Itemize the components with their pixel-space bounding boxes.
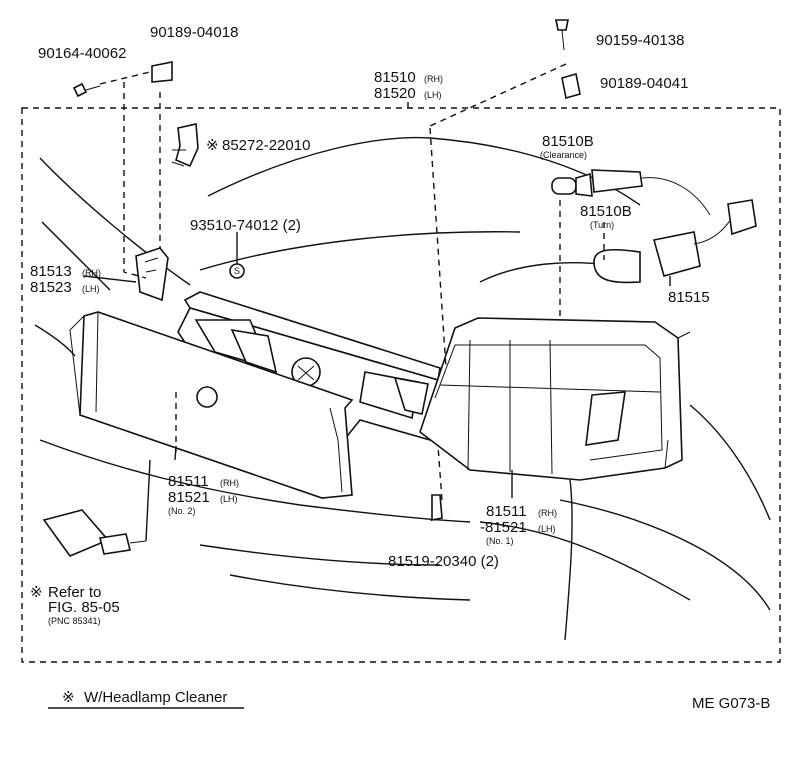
callout-81521-no2: 81521 bbox=[168, 489, 210, 506]
callout-85272-22010: 85272-22010 bbox=[222, 137, 310, 154]
callout-81523-side: (LH) bbox=[82, 284, 100, 294]
callout-81511-no1: 81511 bbox=[486, 503, 527, 520]
bracket-81513 bbox=[135, 247, 169, 302]
callout-81521-no1-side: (LH) bbox=[538, 524, 556, 534]
callout-81510-side: (RH) bbox=[424, 74, 443, 84]
callout-90189-04018: 90189-04018 bbox=[150, 24, 238, 41]
callout-81520-side: (LH) bbox=[424, 90, 442, 100]
figure-code: ME G073-B bbox=[692, 695, 770, 712]
legend-symbol: ※ bbox=[62, 689, 75, 706]
socket-81515 bbox=[652, 199, 757, 277]
screw-90164-40062 bbox=[72, 82, 101, 98]
callout-81523: 81523 bbox=[30, 279, 72, 296]
callout-81521-no1: -81521 bbox=[480, 519, 527, 536]
refer-pnc-label: (PNC 85341) bbox=[48, 616, 101, 626]
callout-81521-no2-side: (LH) bbox=[220, 494, 238, 504]
callout-81511-no2-side: (RH) bbox=[220, 478, 239, 488]
no1-label: (No. 1) bbox=[486, 536, 514, 546]
refer-mark: ※ bbox=[30, 584, 43, 601]
clearance-label: (Clearance) bbox=[540, 150, 587, 160]
s-mark-label: S bbox=[234, 266, 240, 276]
combination-lamp-no1 bbox=[419, 317, 691, 481]
clip-90189-04041 bbox=[561, 72, 581, 100]
legend-text: W/Headlamp Cleaner bbox=[84, 689, 227, 706]
headlamp-cleaner-nozzle bbox=[42, 509, 147, 557]
no2-label: (No. 2) bbox=[168, 506, 196, 516]
callout-90159-40138: 90159-40138 bbox=[596, 32, 684, 49]
callout-81511-no1-side: (RH) bbox=[538, 508, 557, 518]
callout-93510-74012: 93510-74012 (2) bbox=[190, 217, 301, 234]
callout-81519-20340: 81519-20340 (2) bbox=[388, 553, 499, 570]
callout-81511-no2: 81511 bbox=[168, 473, 209, 490]
bracket-85272 bbox=[171, 123, 199, 168]
turn-label: (Turn) bbox=[590, 220, 614, 230]
bulb-turn bbox=[593, 248, 641, 284]
leader-lines bbox=[83, 63, 671, 542]
callout-81510b-clearance: 81510B bbox=[542, 133, 594, 150]
callout-81513-side: (RH) bbox=[82, 268, 101, 278]
screw-81519 bbox=[430, 494, 444, 521]
callout-90189-04041: 90189-04041 bbox=[600, 75, 688, 92]
callout-90164-40062: 90164-40062 bbox=[38, 45, 126, 62]
callout-81520: 81520 bbox=[374, 85, 416, 102]
refer-to-label: Refer to bbox=[48, 584, 101, 601]
screw-90159-40138 bbox=[555, 19, 569, 51]
clip-90189-04018 bbox=[151, 61, 173, 83]
callout-81515: 81515 bbox=[668, 289, 710, 306]
callout-81513: 81513 bbox=[30, 263, 72, 280]
refer-fig-label: FIG. 85-05 bbox=[48, 599, 120, 616]
callout-85272-mark: ※ bbox=[206, 137, 219, 154]
callout-81510b-turn: 81510B bbox=[580, 203, 632, 220]
bulb-clearance bbox=[551, 169, 711, 216]
lamp-panel-no2 bbox=[69, 311, 354, 499]
assembly-boundary bbox=[21, 107, 781, 663]
callout-81510: 81510 bbox=[374, 69, 416, 86]
